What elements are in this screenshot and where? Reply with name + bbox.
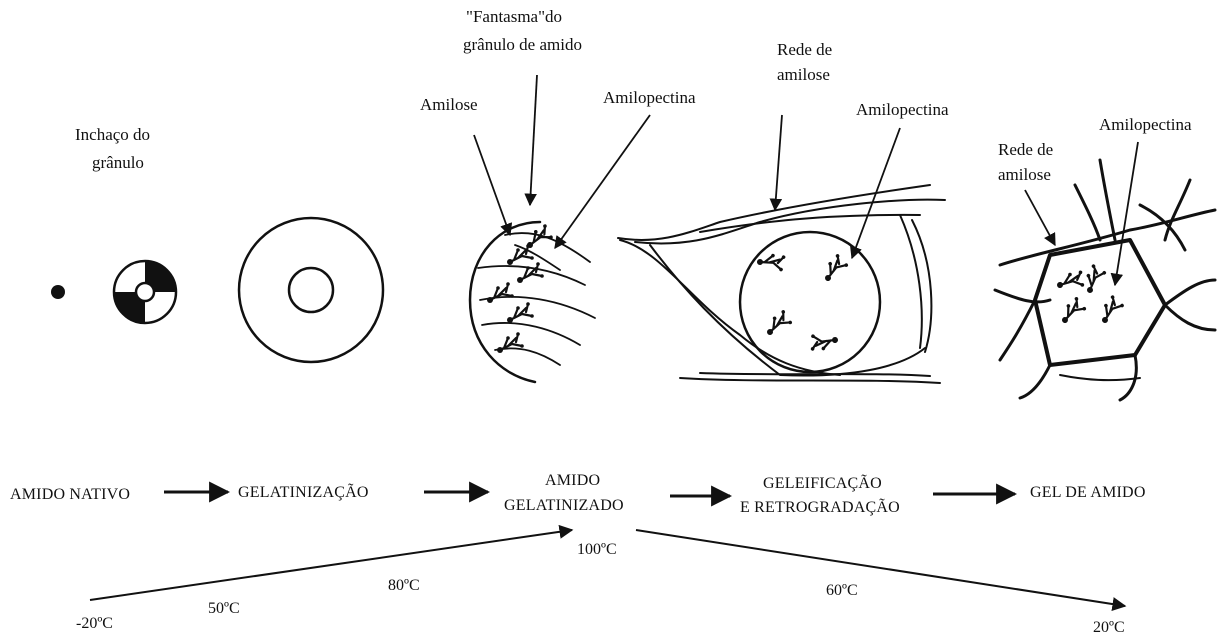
temp-minus20: -20ºC <box>76 615 113 632</box>
rede-amilose-label-1-line2: amilose <box>777 65 830 84</box>
inchaco-label-line2: grânulo <box>92 153 144 172</box>
swollen-granule-rings <box>239 218 383 362</box>
stage-gel-de-amido: GEL DE AMIDO <box>1030 484 1146 501</box>
fantasma-label-line2: grânulo de amido <box>463 35 582 54</box>
temp-50: 50ºC <box>208 600 240 617</box>
temp-20: 20ºC <box>1093 619 1125 636</box>
rede-amilose-label-2-line1: Rede de <box>998 140 1053 159</box>
gelatinized-granule-sketch <box>618 185 945 383</box>
temperature-cooling-arrow <box>636 530 1125 606</box>
amilopectina-2-pointer <box>852 128 900 258</box>
rede-amilose-label-1-line1: Rede de <box>777 40 832 59</box>
temp-100: 100ºC <box>577 541 617 558</box>
amilose-pointer <box>474 135 510 235</box>
amilopectina-label-2: Amilopectina <box>856 100 949 119</box>
stage-geleificacao-line1: GELEIFICAÇÃO <box>763 474 882 492</box>
top-labels: Inchaço do grânulo "Fantasma"do grânulo … <box>75 7 1192 184</box>
swelling-granule-icon <box>114 261 176 323</box>
amilopectina-label-1: Amilopectina <box>603 88 696 107</box>
temp-60: 60ºC <box>826 582 858 599</box>
fantasma-pointer <box>530 75 537 205</box>
stage-amido-gelatinizado-line2: GELATINIZADO <box>504 497 624 514</box>
temp-80: 80ºC <box>388 577 420 594</box>
stage-amido-gelatinizado-line1: AMIDO <box>545 472 600 489</box>
rede-amilose-label-2-line2: amilose <box>998 165 1051 184</box>
amilopectina-1-pointer <box>555 115 650 248</box>
ghost-granule-sketch <box>470 222 595 382</box>
native-granule-dot <box>51 285 65 299</box>
amilopectina-label-3: Amilopectina <box>1099 115 1192 134</box>
inchaco-label-line1: Inchaço do <box>75 125 150 144</box>
fantasma-label-line1: "Fantasma"do <box>466 7 562 26</box>
rede-amilose-2-pointer <box>1025 190 1055 245</box>
stage-gelatinizacao: GELATINIZAÇÃO <box>238 483 369 501</box>
amilose-label: Amilose <box>420 95 478 114</box>
amilopectina-3-pointer <box>1115 142 1138 285</box>
stage-geleificacao-line2: E RETROGRADAÇÃO <box>740 498 900 516</box>
temperature-profile: -20ºC 50ºC 80ºC 100ºC 60ºC 20ºC <box>76 530 1125 636</box>
process-stages: AMIDO NATIVO GELATINIZAÇÃO AMIDO GELATIN… <box>10 472 1146 516</box>
rede-amilose-1-pointer <box>775 115 782 210</box>
stage-amido-nativo: AMIDO NATIVO <box>10 486 130 503</box>
temperature-heating-arrow <box>90 530 572 600</box>
